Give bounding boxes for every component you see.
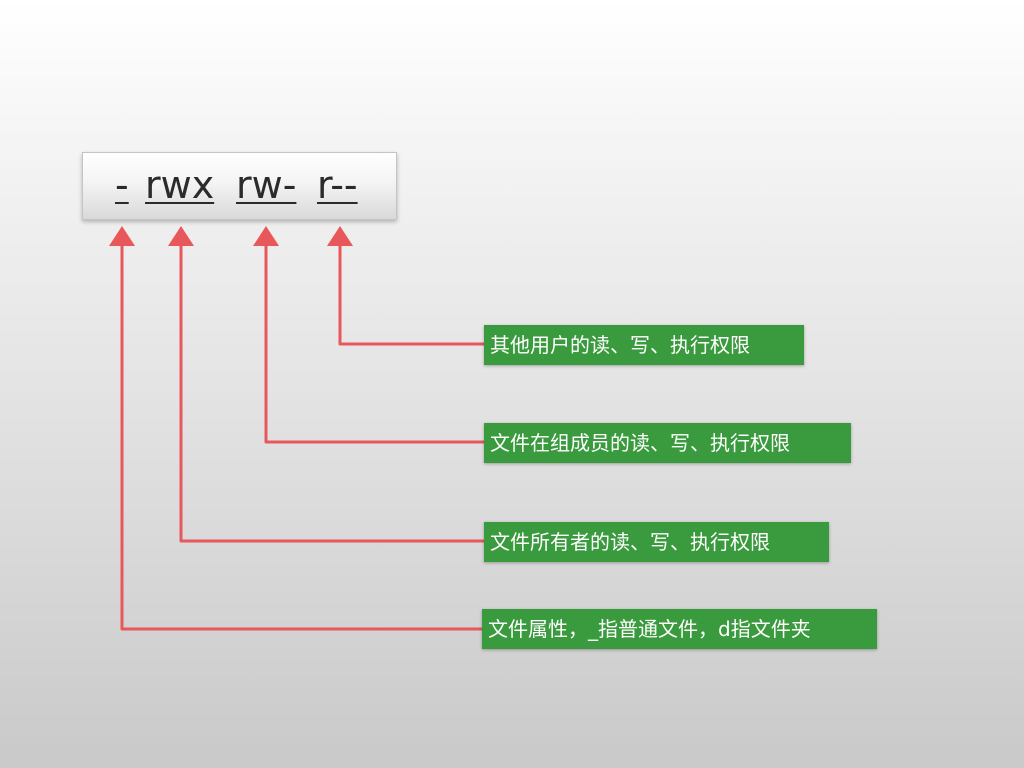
- label-file-type: 文件属性，_指普通文件，d指文件夹: [482, 609, 877, 649]
- arrow-other-head: [327, 226, 353, 246]
- arrow-other-line: [338, 238, 486, 346]
- label-other-users: 其他用户的读、写、执行权限: [484, 325, 804, 365]
- arrow-owner-head: [168, 226, 194, 246]
- arrow-type-head: [109, 226, 135, 246]
- arrow-owner-line: [179, 238, 486, 543]
- group-permissions: rw-: [236, 163, 297, 207]
- owner-permissions: rwx: [145, 163, 215, 207]
- file-type-char: -: [115, 163, 129, 207]
- arrow-type-line: [120, 238, 484, 631]
- label-file-owner: 文件所有者的读、写、执行权限: [484, 522, 829, 562]
- other-permissions: r--: [317, 163, 358, 207]
- arrow-group-head: [253, 226, 279, 246]
- label-group-members: 文件在组成员的读、写、执行权限: [484, 423, 851, 463]
- arrow-group-line: [264, 238, 486, 444]
- permission-string-box: - rwx rw- r--: [82, 152, 397, 220]
